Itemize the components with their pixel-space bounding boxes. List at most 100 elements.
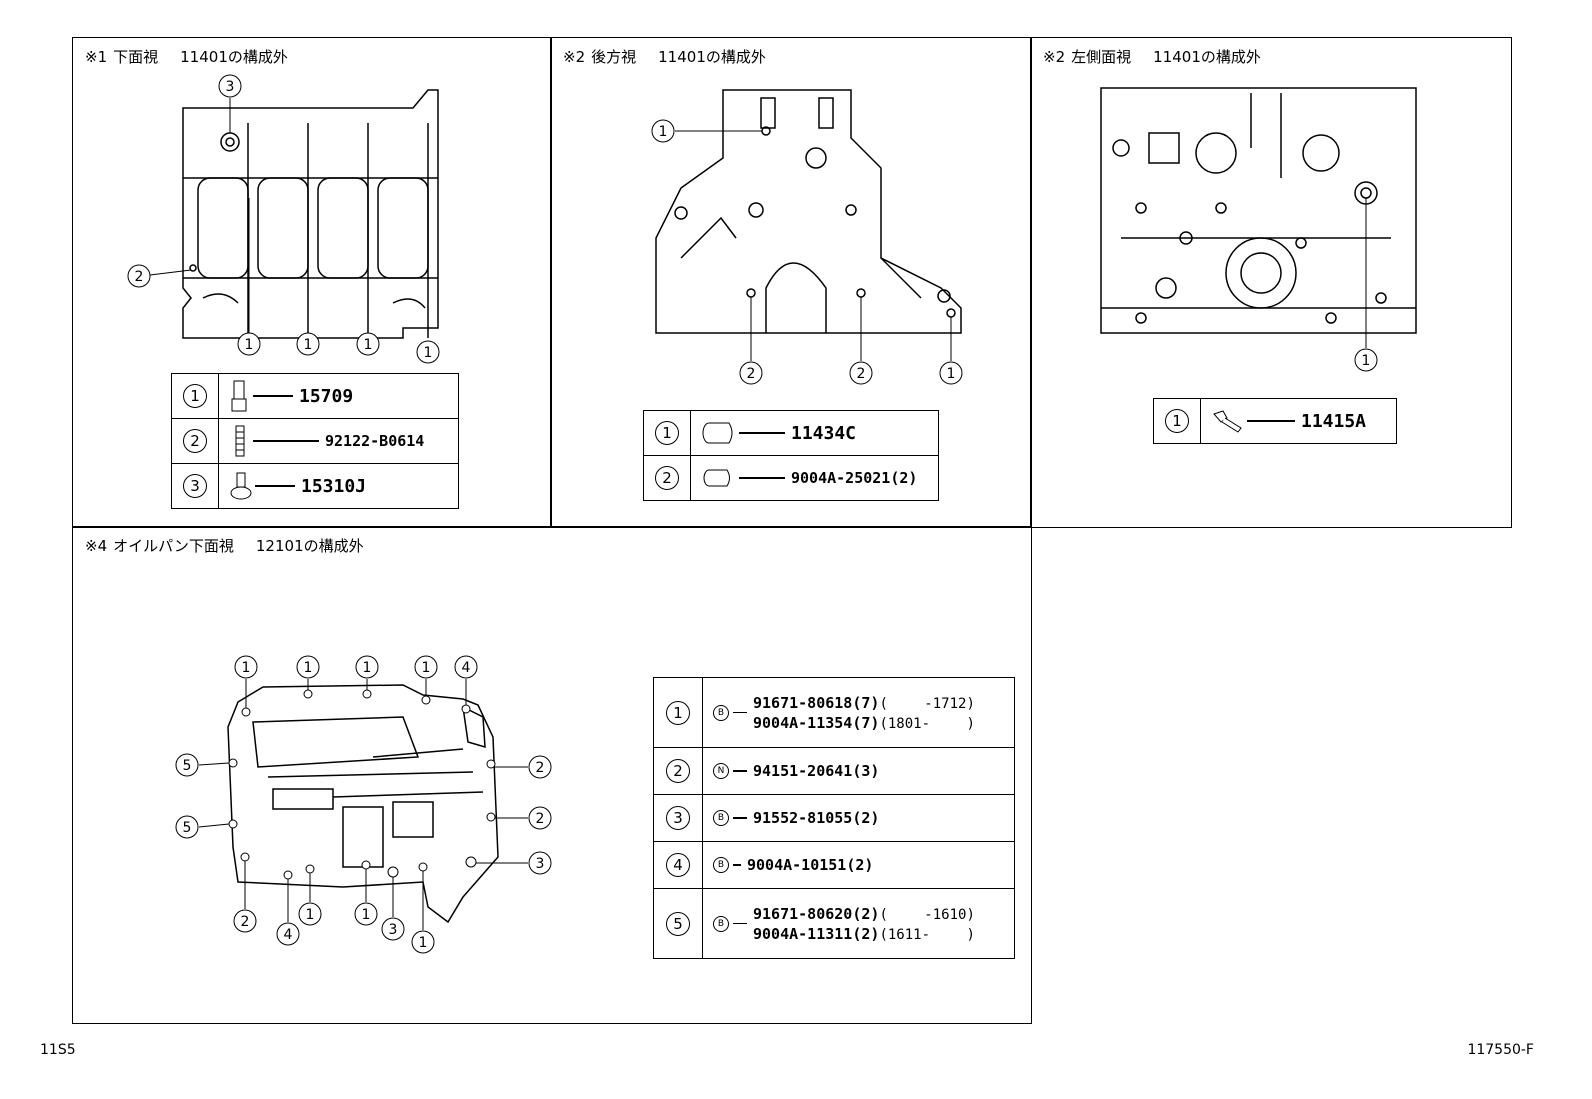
callout-marker: 1	[651, 119, 675, 143]
callout-marker: 1	[234, 655, 258, 679]
svg-text:2: 2	[747, 366, 756, 382]
svg-text:1: 1	[1362, 353, 1371, 369]
callout-marker: 1	[414, 655, 438, 679]
bolt-tag-icon: B	[713, 915, 729, 932]
svg-text:2: 2	[135, 269, 144, 285]
svg-text:1: 1	[422, 660, 431, 676]
svg-text:1: 1	[364, 337, 373, 353]
part-number: 11415A	[1301, 410, 1367, 432]
part-number: 94151-20641(3)	[753, 762, 880, 780]
legend-row: 1 11415A	[1153, 398, 1397, 444]
callout-marker: 3	[218, 74, 242, 98]
callout-marker: 1	[298, 902, 322, 926]
dowel-pin-icon	[702, 422, 733, 444]
part-number: 15310J	[301, 475, 367, 497]
part-range: (1801- )	[879, 715, 975, 732]
oil-jet-icon	[1213, 410, 1242, 433]
cylinder-block-lower-drawing: 3 2 1 1 1 1	[127, 74, 440, 364]
callout-marker: 1	[1354, 348, 1378, 372]
part-range: (1611- )	[879, 926, 975, 943]
legend-row: 1 15709	[171, 373, 459, 419]
part-range: ( -1712)	[879, 695, 975, 712]
callout-marker: 4	[454, 655, 478, 679]
svg-text:1: 1	[419, 935, 428, 951]
bolt-tag-icon: B	[713, 810, 729, 826]
part-range: ( -1610)	[879, 906, 975, 923]
legend-row: 1 B 91671-80618(7)( -1712) 9004A-11354(7…	[653, 677, 1015, 748]
legend-row: 2 92122-B0614	[171, 418, 459, 464]
callout-marker: 1	[237, 332, 261, 356]
legend-row: 1 11434C	[643, 410, 939, 456]
svg-text:1: 1	[363, 660, 372, 676]
callout-marker: 2	[233, 909, 257, 933]
part-number: 91671-80618(7)	[753, 693, 880, 712]
callout-marker: 1	[354, 902, 378, 926]
parts-legend: 1 11434C 2 9004A-25021(2)	[643, 410, 939, 501]
svg-text:1: 1	[242, 660, 251, 676]
svg-text:1: 1	[245, 337, 254, 353]
svg-text:1: 1	[362, 907, 371, 923]
sleeve-part-icon	[231, 380, 247, 412]
callout-marker: 3	[528, 851, 552, 875]
svg-text:2: 2	[857, 366, 866, 382]
svg-text:1: 1	[659, 124, 668, 140]
cylinder-block-left-drawing: 1	[1100, 87, 1417, 372]
svg-text:2: 2	[536, 811, 545, 827]
svg-text:2: 2	[241, 914, 250, 930]
callout-marker: 1	[356, 332, 380, 356]
diagram-code-left: 11S5	[40, 1042, 76, 1058]
stud-bolt-icon	[235, 425, 245, 457]
part-number: 91671-80620(2)	[753, 904, 880, 923]
callout-marker: 2	[739, 361, 763, 385]
svg-text:2: 2	[536, 760, 545, 776]
svg-text:1: 1	[947, 366, 956, 382]
oil-pan-lower-drawing: 1 1 1 1 4 5 5 2 2 3 2 4 1 1 3 1	[175, 655, 552, 954]
callout-marker: 1	[296, 655, 320, 679]
legend-row: 2 9004A-25021(2)	[643, 455, 939, 501]
parts-legend: 1 11415A	[1153, 398, 1397, 444]
part-number: 9004A-11354(7)	[753, 713, 880, 732]
part-number: 15709	[299, 385, 354, 407]
svg-text:5: 5	[183, 820, 192, 836]
plug-bolt-icon	[230, 472, 252, 500]
svg-text:3: 3	[389, 922, 398, 938]
part-number: 9004A-25021(2)	[791, 469, 918, 487]
legend-row: 5 B 91671-80620(2)( -1610) 9004A-11311(2…	[653, 888, 1015, 959]
bolt-tag-icon: B	[713, 857, 729, 873]
svg-text:1: 1	[306, 907, 315, 923]
part-number: 11434C	[791, 422, 857, 444]
cylinder-block-rear-drawing: 1 2 2 1	[651, 89, 963, 385]
svg-text:5: 5	[183, 758, 192, 774]
dowel-pin-icon	[703, 469, 730, 487]
callout-marker: 2	[849, 361, 873, 385]
parts-legend: 1 15709 2 92122-B0614 3 15310J	[171, 373, 459, 509]
callout-marker: 2	[528, 806, 552, 830]
callout-marker: 1	[296, 332, 320, 356]
legend-row: 3 15310J	[171, 463, 459, 509]
diagram-code-right: 117550-F	[1467, 1042, 1534, 1058]
callout-marker: 2	[127, 264, 151, 288]
svg-text:3: 3	[536, 856, 545, 872]
nut-tag-icon: N	[713, 763, 729, 779]
svg-text:1: 1	[304, 337, 313, 353]
svg-text:1: 1	[424, 345, 433, 361]
callout-marker: 5	[175, 753, 199, 777]
callout-marker: 5	[175, 815, 199, 839]
callout-marker: 2	[528, 755, 552, 779]
part-number: 91552-81055(2)	[753, 809, 880, 827]
bolt-tag-icon: B	[713, 704, 729, 721]
callout-marker: 3	[381, 917, 405, 941]
part-number: 9004A-11311(2)	[753, 924, 880, 943]
svg-text:1: 1	[304, 660, 313, 676]
